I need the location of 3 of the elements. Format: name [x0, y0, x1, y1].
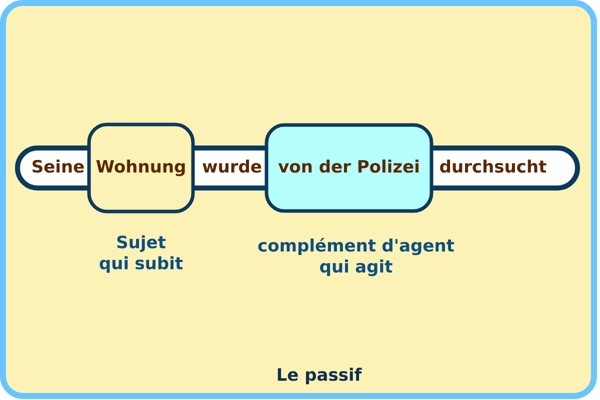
- role-label: Sujet qui subit: [100, 235, 183, 273]
- title: Le passif: [278, 368, 362, 384]
- role-label: complément d'agent qui agit: [258, 238, 454, 276]
